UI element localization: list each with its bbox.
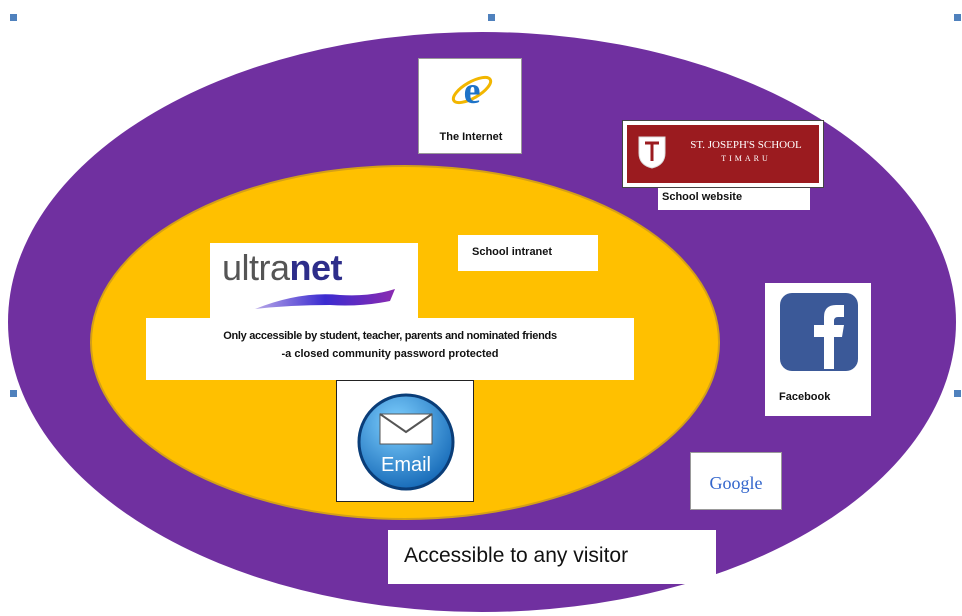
google-card: Google: [690, 452, 782, 510]
facebook-card: Facebook: [765, 283, 871, 416]
school-banner: ST. JOSEPH'S SCHOOL TIMARU: [627, 125, 819, 183]
visitor-label: Accessible to any visitor: [404, 544, 629, 567]
school-crest-icon: [638, 136, 666, 169]
ultranet-logo-net: net: [289, 247, 343, 288]
school-website-label: School website: [662, 191, 743, 203]
ultranet-logo-ultra: ultra: [222, 247, 290, 288]
school-banner-line1: ST. JOSEPH'S SCHOOL: [690, 139, 802, 151]
access-note-line2: -a closed community password protected: [281, 348, 499, 360]
selection-handle[interactable]: [10, 14, 17, 21]
internet-explorer-icon: e: [451, 70, 493, 112]
facebook-label: Facebook: [779, 391, 831, 403]
ultranet-logo-text: ultranet: [222, 247, 343, 289]
school-banner-line2: TIMARU: [721, 154, 771, 163]
email-envelope-icon: Email: [357, 393, 455, 491]
school-website-card: ST. JOSEPH'S SCHOOL TIMARU: [622, 120, 824, 188]
svg-text:e: e: [464, 70, 481, 112]
internet-label: The Internet: [439, 131, 503, 143]
school-intranet-label: School intranet: [472, 246, 553, 258]
facebook-f-icon: [780, 293, 858, 371]
school-website-label-box: School website: [658, 188, 810, 210]
access-note-line1: Only accessible by student, teacher, par…: [223, 330, 557, 342]
email-card: Email: [336, 380, 474, 502]
visitor-label-box: Accessible to any visitor: [388, 530, 716, 584]
google-logo: Google: [709, 473, 763, 493]
selection-handle[interactable]: [954, 390, 961, 397]
email-label: Email: [381, 454, 431, 476]
school-intranet-label-box: School intranet: [458, 235, 598, 271]
selection-handle[interactable]: [954, 14, 961, 21]
ultranet-swoosh-icon: [255, 289, 395, 309]
selection-handle[interactable]: [10, 390, 17, 397]
ultranet-logo-card: ultranet: [210, 243, 418, 325]
selection-handle[interactable]: [488, 14, 495, 21]
access-note-box: Only accessible by student, teacher, par…: [146, 318, 634, 380]
internet-card: e The Internet: [418, 58, 522, 154]
